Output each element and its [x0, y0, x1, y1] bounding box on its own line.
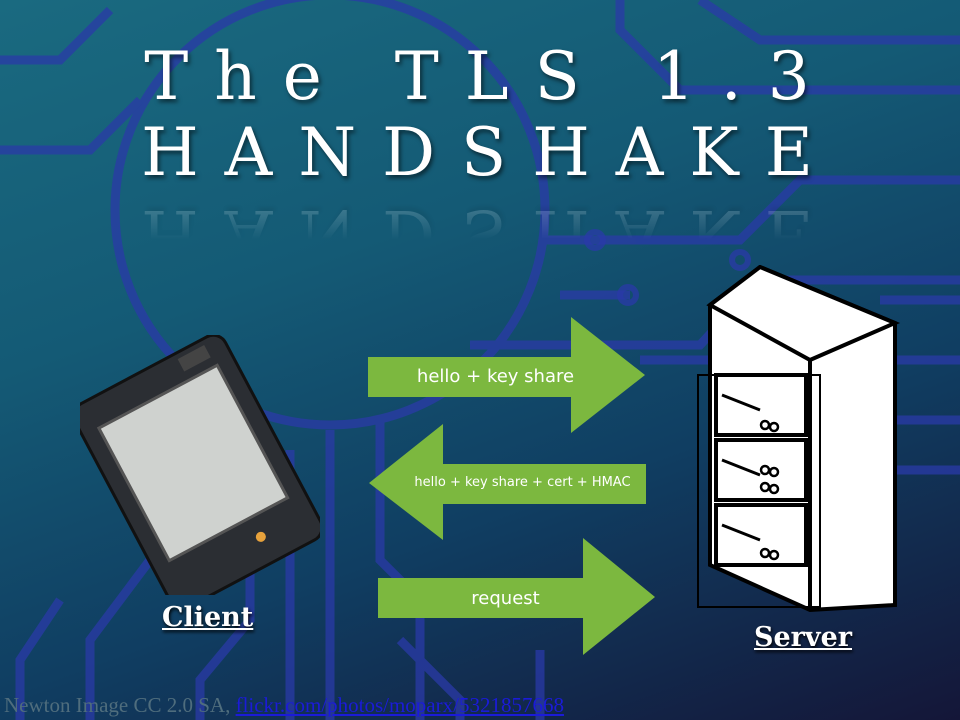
- arrow-client-to-server-1: [368, 317, 645, 433]
- arrow-label-client-hello: hello + key share: [416, 366, 575, 387]
- title-line-1: The TLS 1.3: [144, 38, 836, 115]
- arrow-server-to-client: [369, 424, 646, 540]
- arrow-client-to-server-2: [378, 538, 655, 655]
- arrow-label-request: request: [471, 588, 540, 609]
- title-line-2: HANDSHAKE: [141, 114, 839, 191]
- client-label: Client: [162, 602, 254, 633]
- credit-text: Newton Image CC 2.0 SA,: [4, 693, 231, 717]
- server-rack-icon: [697, 265, 901, 613]
- arrow-label-server-hello: hello + key share + cert + HMAC: [414, 475, 631, 490]
- newton-device-image: [80, 335, 320, 595]
- server-label: Server: [754, 622, 852, 653]
- image-credit: Newton Image CC 2.0 SA, flickr.com/photo…: [4, 693, 564, 718]
- credit-link[interactable]: flickr.com/photos/moparx/5321857668: [235, 693, 564, 717]
